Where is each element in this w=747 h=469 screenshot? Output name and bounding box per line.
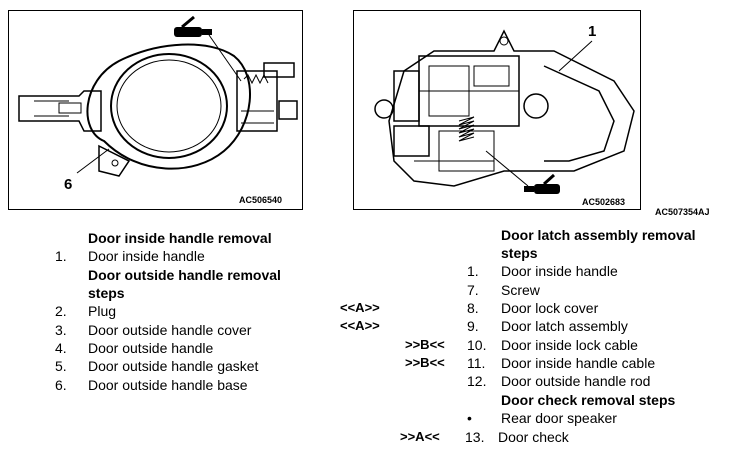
left-item-num: 5.	[55, 358, 67, 374]
left-item-label: Door outside handle base	[88, 377, 248, 393]
left-illustration-panel: 6 AC506540	[8, 10, 303, 210]
right-item-num: 7.	[467, 282, 479, 298]
right-item-num: 13.	[465, 429, 485, 445]
grease-icon	[174, 15, 242, 82]
service-mark: <<A>>	[340, 318, 380, 333]
right-heading-latch-steps: steps	[501, 245, 538, 261]
left-item-num: 6.	[55, 377, 67, 393]
grease-icon	[485, 150, 560, 194]
service-mark: >>A<<	[400, 429, 440, 444]
latch-assembly-drawing	[374, 29, 635, 194]
right-item-num: 9.	[467, 318, 479, 334]
right-item-num: 8.	[467, 300, 479, 316]
right-item-label: Door inside lock cable	[501, 337, 638, 353]
right-item-label: Door lock cover	[501, 300, 599, 316]
left-item-num: 1.	[55, 248, 67, 264]
left-item-label: Plug	[88, 303, 117, 319]
left-item-num: 2.	[55, 303, 67, 319]
left-heading-outside-handle: Door outside handle removal	[88, 267, 281, 283]
left-item-label: Door outside handle cover	[88, 322, 252, 338]
outside-handle-drawing	[18, 15, 298, 177]
service-mark: >>B<<	[405, 355, 445, 370]
left-heading-inside-handle: Door inside handle removal	[88, 230, 272, 246]
service-mark: >>B<<	[405, 337, 445, 352]
right-item-num: 10.	[467, 337, 487, 353]
right-heading-latch: Door latch assembly removal	[501, 227, 696, 243]
service-mark: <<A>>	[340, 300, 380, 315]
right-item-label: Door outside handle rod	[501, 373, 651, 389]
left-item-label: Door outside handle	[88, 340, 214, 356]
bullet-icon: •	[467, 410, 472, 426]
left-item-num: 4.	[55, 340, 67, 356]
right-item-num: 11.	[467, 355, 486, 371]
right-figure-code: AC502683	[582, 197, 626, 207]
callout-1: 1	[588, 23, 597, 40]
left-heading-outside-handle-steps: steps	[88, 285, 125, 301]
figure-code: AC507354AJ	[655, 207, 710, 217]
right-item-label: Screw	[501, 282, 540, 298]
right-item-label: Door inside handle	[501, 263, 618, 279]
left-figure-code: AC506540	[239, 195, 283, 205]
left-item-label: Door inside handle	[88, 248, 205, 264]
right-item-label: Door check	[498, 429, 569, 445]
right-heading-door-check: Door check removal steps	[501, 392, 676, 408]
right-illustration-panel: 1 AC502683	[353, 10, 641, 210]
left-item-label: Door outside handle gasket	[88, 358, 259, 374]
right-item-num: 12.	[467, 373, 487, 389]
callout-6: 6	[64, 176, 73, 193]
right-item-label: Door latch assembly	[501, 318, 628, 334]
right-item-label: Door inside handle cable	[501, 355, 656, 371]
left-item-num: 3.	[55, 322, 67, 338]
right-item-num: 1.	[467, 263, 479, 279]
right-item-label: Rear door speaker	[501, 410, 617, 426]
